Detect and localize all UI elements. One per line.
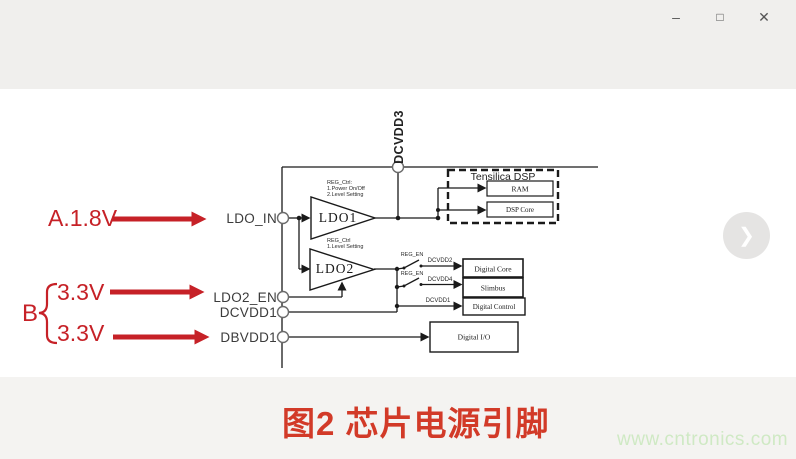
net-dcvdd4-label: DCVDD4 — [427, 277, 453, 283]
annotation-a-1v8: A.1.8V — [48, 205, 118, 231]
ldo2-reg-ctrl-note: REG_Ctrl 1.Level Setting — [327, 238, 364, 250]
digital-control-box-label: Digital Control — [472, 302, 516, 311]
pin-ldo-in-label: LDO_IN — [226, 211, 277, 226]
net-dcvdd2-label: DCVDD2 — [427, 258, 453, 264]
pin-dcvdd3-label: DCVDD3 — [392, 110, 406, 164]
ram-box-label: RAM — [511, 184, 529, 194]
title-bar — [0, 0, 796, 89]
ldo1-label: LDO1 — [318, 210, 358, 225]
figure-caption: 图2 芯片电源引脚 — [282, 405, 550, 442]
annotation-3v3-2: 3.3V — [57, 320, 105, 346]
annotation-3v3-1: 3.3V — [57, 279, 105, 305]
tensilica-dsp-title: Tensilica DSP — [470, 170, 536, 183]
pin-dcvdd1-label: DCVDD1 — [219, 305, 277, 320]
minimize-icon[interactable]: – — [672, 9, 680, 25]
pin-dbvdd1-label: DBVDD1 — [220, 330, 277, 345]
watermark: www.cntronics.com — [617, 429, 789, 450]
carousel-next-button[interactable]: ❯ — [723, 212, 770, 259]
group-b-brace — [38, 282, 58, 345]
close-icon[interactable]: ✕ — [758, 8, 770, 25]
slimbus-box-label: Slimbus — [480, 283, 506, 293]
chevron-right-icon: ❯ — [738, 225, 755, 247]
maximize-icon[interactable]: □ — [716, 10, 724, 24]
bottom-band — [0, 377, 796, 459]
window-controls: – □ ✕ — [654, 4, 786, 30]
digital-io-box-label: Digital I/O — [457, 332, 491, 342]
pin-ldo2-en-label: LDO2_EN — [213, 290, 277, 305]
reg-en-label-2: REG_EN — [400, 271, 424, 277]
digital-core-box-label: Digital Core — [474, 264, 512, 273]
dsp-core-box-label: DSP Core — [506, 206, 534, 214]
reg-en-label-1: REG_EN — [400, 252, 424, 258]
ldo1-reg-ctrl-note: REG_Ctrl: 1.Power On/Off 2.Level Setting — [327, 180, 365, 198]
net-dcvdd1-label: DCVDD1 — [425, 298, 451, 304]
ldo2-label: LDO2 — [315, 261, 355, 276]
annotation-b: B — [22, 300, 39, 327]
